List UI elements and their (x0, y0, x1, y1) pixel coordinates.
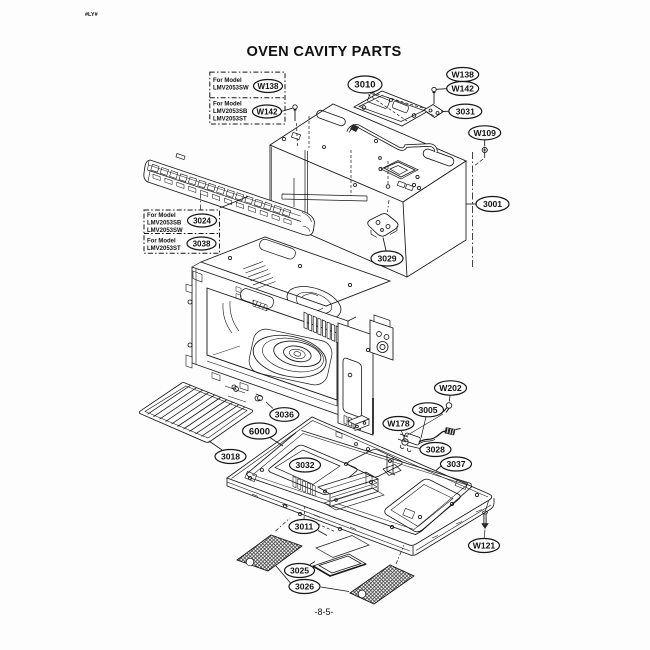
svg-text:W142: W142 (257, 107, 278, 116)
svg-text:3037: 3037 (446, 459, 465, 469)
svg-text:#LY#: #LY# (85, 12, 98, 18)
svg-text:For Model: For Model (147, 213, 176, 219)
svg-text:For Model: For Model (213, 102, 242, 108)
svg-text:LMV2053SW: LMV2053SW (213, 86, 249, 92)
svg-text:3032: 3032 (295, 460, 314, 470)
svg-text:W138: W138 (451, 70, 474, 80)
svg-text:LMV2053ST: LMV2053ST (147, 246, 181, 252)
svg-text:-8-5-: -8-5- (314, 607, 333, 617)
svg-text:LMV2053SW: LMV2053SW (147, 228, 183, 234)
svg-text:LMV2053ST: LMV2053ST (213, 117, 247, 123)
svg-text:W109: W109 (473, 128, 496, 138)
svg-text:3005: 3005 (418, 405, 437, 415)
svg-text:3036: 3036 (275, 409, 294, 419)
svg-text:For Model: For Model (213, 78, 242, 84)
svg-text:3029: 3029 (377, 254, 396, 264)
svg-text:OVEN CAVITY PARTS: OVEN CAVITY PARTS (246, 44, 401, 60)
svg-text:3026: 3026 (295, 582, 314, 592)
svg-text:3018: 3018 (221, 452, 240, 462)
svg-text:3010: 3010 (354, 80, 375, 91)
svg-text:3001: 3001 (483, 199, 502, 209)
svg-text:3028: 3028 (426, 445, 445, 455)
svg-text:For Model: For Model (147, 239, 176, 245)
svg-text:3038: 3038 (193, 239, 211, 248)
svg-text:3024: 3024 (193, 216, 211, 225)
svg-text:3025: 3025 (290, 566, 309, 576)
svg-text:3031: 3031 (456, 106, 475, 116)
svg-text:6000: 6000 (249, 427, 270, 438)
svg-text:W202: W202 (439, 383, 462, 393)
svg-text:W138: W138 (258, 82, 279, 91)
svg-text:W142: W142 (451, 84, 474, 94)
svg-text:LMV2053SB: LMV2053SB (213, 109, 248, 115)
svg-text:W178: W178 (387, 419, 410, 429)
svg-text:3011: 3011 (295, 522, 314, 532)
svg-text:W121: W121 (473, 541, 496, 551)
svg-text:LMV2053SB: LMV2053SB (147, 221, 182, 227)
